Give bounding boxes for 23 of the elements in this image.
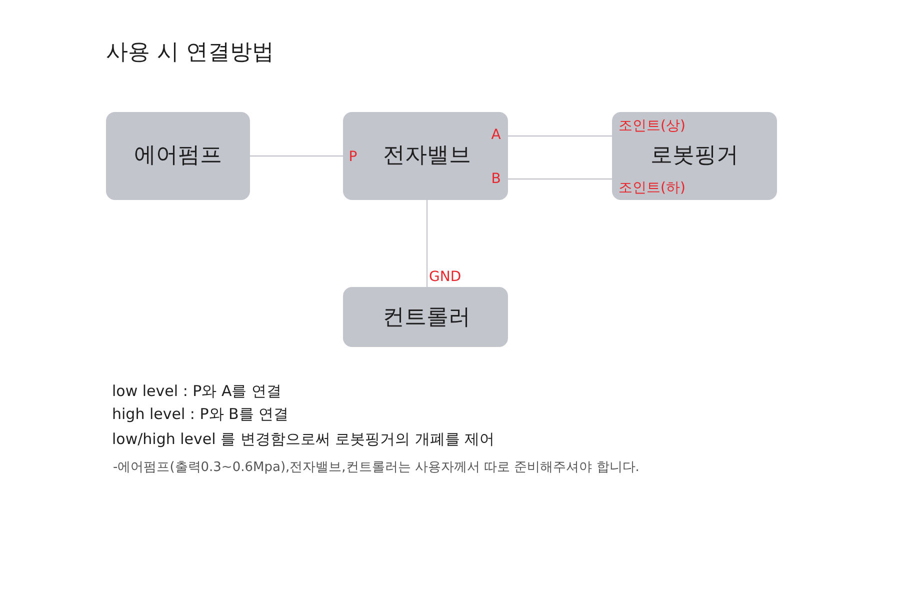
box-label: 전자밸브 [383, 145, 471, 167]
component-box [343, 287, 508, 347]
note-text: high level : P와 B를 연결 [112, 407, 289, 422]
connector-line [508, 178, 612, 180]
box-label: 에어펌프 [134, 145, 222, 167]
port-label: A [491, 128, 501, 142]
note-text: -에어펌프(출력0.3~0.6Mpa),전자밸브,컨트롤러는 사용자께서 따로 준비해주셔야 합니다. [113, 461, 640, 474]
port-label: 조인트(하) [618, 181, 686, 195]
port-label: P [348, 150, 358, 164]
edge-label: GND [429, 270, 462, 284]
box-label: 컨트롤러 [382, 307, 470, 329]
box-label: 로봇핑거 [650, 145, 738, 167]
component-box [106, 112, 250, 200]
component-box [343, 112, 508, 200]
title: 사용 시 연결방법 [106, 42, 274, 64]
note-text: low level : P와 A를 연결 [112, 384, 282, 399]
note-text: low/high level 를 변경함으로써 로봇핑거의 개폐를 제어 [112, 432, 495, 447]
component-box [612, 112, 777, 200]
connector-line [250, 155, 343, 157]
connector-line [426, 200, 428, 287]
port-label: 조인트(상) [618, 119, 686, 133]
port-label: B [491, 172, 501, 186]
connector-line [508, 135, 612, 137]
